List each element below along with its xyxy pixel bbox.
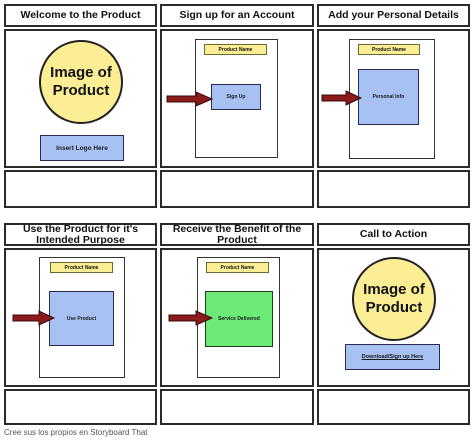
page-mockup: Product Name Personal Info [349,39,435,159]
page-mockup: Product Name Use Product [39,257,125,378]
insert-logo-button[interactable]: Insert Logo Here [40,135,124,161]
download-sign-up-button[interactable]: Download/Sign up Here [345,344,440,370]
panel-2: Product Name Sign Up [160,29,314,168]
arrow-icon [321,90,363,106]
product-name-label: Product Name [206,262,269,273]
panel-1-title: Welcome to the Product [4,4,157,27]
product-image-circle: Image of Product [39,40,123,124]
panel-4-caption-box [4,389,157,425]
panel-4: Product Name Use Product [4,248,157,387]
panel-1: Image of Product Insert Logo Here [4,29,157,168]
use-product-button[interactable]: Use Product [49,291,114,346]
footer-credit[interactable]: Cree sus los propios en Storyboard That [4,428,148,437]
product-name-label: Product Name [204,44,267,55]
panel-5-caption-box [160,389,314,425]
arrow-icon [166,91,214,107]
service-delivered-button[interactable]: Service Delivered [205,291,273,347]
sign-up-button[interactable]: Sign Up [211,84,261,110]
arrow-icon [12,310,56,326]
panel-6: Image of Product Download/Sign up Here [317,248,470,387]
panel-4-title: Use the Product for it's Intended Purpos… [4,223,157,246]
panel-6-caption-box [317,389,470,425]
panel-1-caption-box [4,170,157,208]
image-of-product-text: Image of Product [50,64,112,99]
panel-3-caption-box [317,170,470,208]
product-name-label: Product Name [358,44,420,55]
product-name-label: Product Name [50,262,113,273]
panel-5-title: Receive the Benefit of the Product [160,223,314,246]
panel-6-title: Call to Action [317,223,470,246]
image-of-product-text: Image of Product [363,281,425,316]
panel-6-title-text: Call to Action [359,228,428,240]
personal-info-button[interactable]: Personal Info [358,69,419,125]
panel-5: Product Name Service Delivered [160,248,314,387]
panel-2-caption-box [160,170,314,208]
panel-3-title-text: Add your Personal Details [328,9,459,21]
panel-2-title: Sign up for an Account [160,4,314,27]
arrow-icon [168,310,214,326]
panel-3: Product Name Personal Info [317,29,470,168]
panel-5-title-text: Receive the Benefit of the Product [172,222,302,246]
panel-2-title-text: Sign up for an Account [179,9,295,21]
panel-4-title-text: Use the Product for it's Intended Purpos… [22,222,139,246]
product-image-circle: Image of Product [352,257,436,341]
panel-3-title: Add your Personal Details [317,4,470,27]
panel-1-title-text: Welcome to the Product [20,9,141,21]
